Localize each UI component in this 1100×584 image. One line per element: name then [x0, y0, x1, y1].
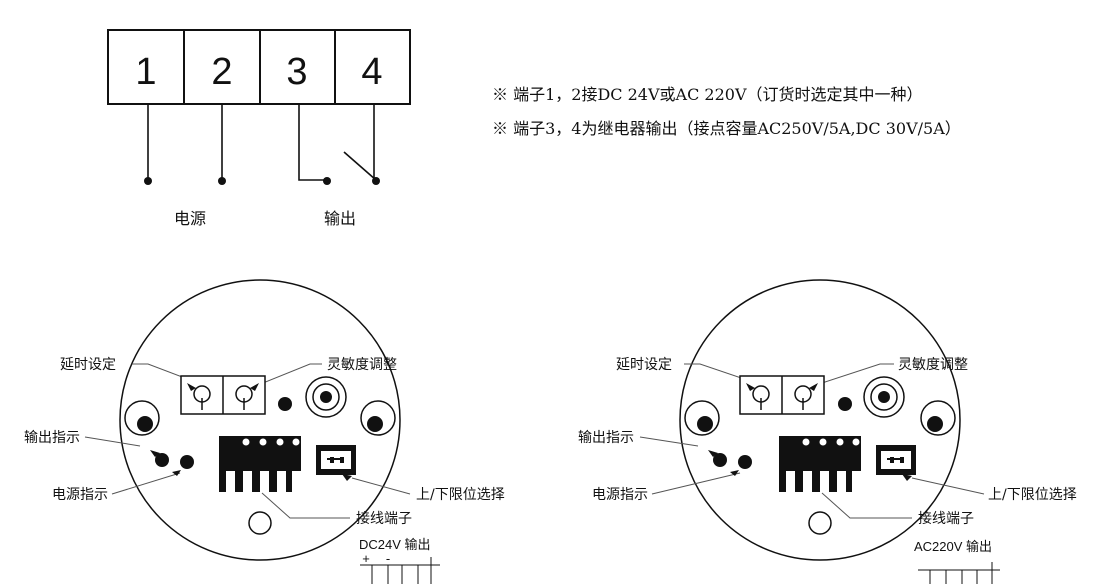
led-dot — [838, 397, 852, 411]
mount-hole-left — [124, 400, 160, 436]
terminal-3: 3 — [286, 51, 307, 93]
power-indicator-label: 电源指示 — [52, 487, 108, 503]
relay-switch-contact — [343, 151, 377, 181]
limit-select-jumper — [316, 445, 356, 481]
terminal-block — [107, 29, 411, 105]
sensitivity-adjust-label: 灵敏度调整 — [898, 357, 968, 373]
bottom-hole — [808, 511, 832, 535]
supply-output-label: AC220V 输出 — [914, 539, 992, 554]
bottom-hole — [248, 511, 272, 535]
mount-hole-right — [360, 400, 396, 436]
delay-setting-label: 延时设定 — [60, 357, 116, 373]
plus-label: + — [362, 551, 370, 566]
terminal-dots — [144, 177, 380, 185]
sensitivity-adjust-label: 灵敏度调整 — [327, 357, 397, 373]
terminal-1: 1 — [135, 51, 156, 93]
mount-hole-left — [684, 400, 720, 436]
power-indicator-label: 电源指示 — [592, 487, 648, 503]
output-indicator-label: 输出指示 — [24, 430, 80, 446]
delay-potentiometer — [746, 383, 770, 410]
output-label: 输出 — [324, 209, 356, 228]
board-dc24v: 延时设定 灵敏度调整 输出指示 电源指示 上/下限位选择 接线端子 DC24V … — [24, 279, 505, 584]
board-ac220v: 延时设定 灵敏度调整 输出指示 电源指示 上/下限位选择 接线端子 AC220V… — [578, 279, 1077, 584]
wire-3 — [298, 104, 325, 181]
sensitivity-knob — [863, 376, 905, 418]
dc-output-wires — [360, 557, 440, 584]
led-dot — [278, 397, 292, 411]
wiring-terminal-label: 接线端子 — [918, 510, 974, 527]
note-power-terminals: ※ 端子1，2接DC 24V或AC 220V（订货时选定其中一种） — [492, 85, 923, 104]
terminal-2: 2 — [211, 51, 232, 93]
board-outline — [119, 279, 401, 561]
board-outline — [679, 279, 961, 561]
terminal-4: 4 — [361, 51, 382, 93]
minus-label: - — [386, 551, 390, 566]
wiring-terminal — [779, 436, 861, 492]
wiring-terminal-label: 接线端子 — [356, 510, 412, 527]
limit-select-label: 上/下限位选择 — [416, 487, 505, 503]
sensitivity-potentiometer — [794, 383, 818, 410]
sensitivity-knob — [305, 376, 347, 418]
note-relay-terminals: ※ 端子3，4为继电器输出（接点容量AC250V/5A,DC 30V/5A） — [492, 119, 961, 138]
power-label: 电源 — [174, 209, 206, 228]
output-indicator-led — [155, 453, 169, 467]
terminal-wires — [147, 104, 377, 181]
output-indicator-label: 输出指示 — [578, 430, 634, 446]
wiring-terminal — [219, 436, 301, 492]
limit-select-jumper — [876, 445, 916, 481]
power-indicator-led — [180, 455, 194, 469]
limit-select-label: 上/下限位选择 — [988, 487, 1077, 503]
sensitivity-potentiometer — [235, 383, 259, 410]
delay-setting-label: 延时设定 — [616, 357, 672, 373]
ac-output-wires — [918, 562, 1000, 584]
power-indicator-led — [738, 455, 752, 469]
mount-hole-right — [920, 400, 956, 436]
delay-potentiometer — [187, 383, 211, 410]
output-indicator-led — [713, 453, 727, 467]
supply-output-label: DC24V 输出 — [359, 537, 431, 552]
